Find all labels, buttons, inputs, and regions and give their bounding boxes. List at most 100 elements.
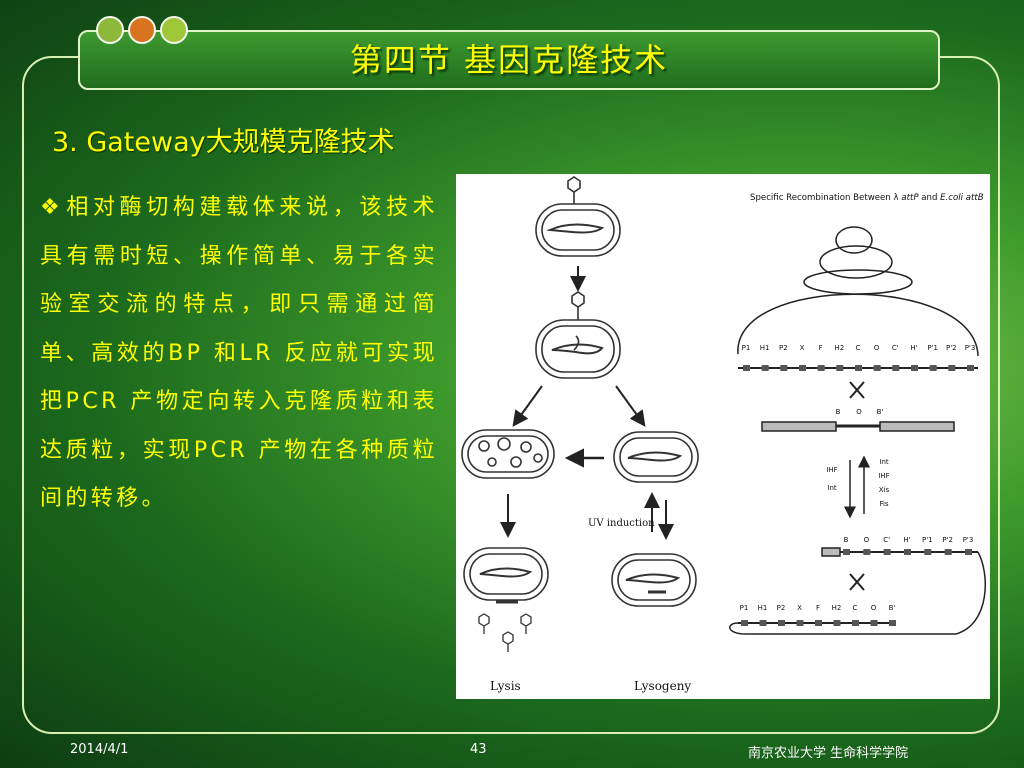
crossover-icon (849, 381, 865, 399)
attp-site-label-9: H' (910, 344, 917, 352)
forward-factor-2: Xis (879, 486, 890, 494)
integrated-left-site-marker-4 (815, 620, 822, 626)
integrated-right-site-label-0: B (844, 536, 849, 544)
integrated-right-site-marker-5 (944, 549, 952, 555)
attp-site-label-6: C (856, 344, 861, 352)
attp-site-label-2: P2 (779, 344, 788, 352)
attp-site-label-1: H1 (760, 344, 770, 352)
attp-site-marker-6 (855, 365, 862, 371)
integrated-right-site-label-4: P'1 (922, 536, 933, 544)
heading-and: and (919, 193, 941, 203)
attp-site-label-5: H2 (834, 344, 844, 352)
attp-site-marker-4 (817, 365, 825, 371)
integrated-left-site-label-2: P2 (777, 604, 786, 612)
attp-site-label-8: C' (892, 344, 899, 352)
integrated-left-site-marker-2 (778, 620, 785, 626)
intasome-complex (803, 226, 913, 295)
forward-factor-3: Fis (879, 500, 888, 508)
integrated-right-site-label-6: P'3 (963, 536, 974, 544)
heading-attp: attP (901, 193, 919, 203)
integrated-left-site-label-0: P1 (740, 604, 749, 612)
integrated-right-site-marker-3 (904, 549, 911, 555)
attb-site-label-1: O (856, 408, 862, 416)
integrated-loop-end (729, 622, 747, 635)
footer-date: 2014/4/1 (70, 742, 129, 757)
integrated-left-site-marker-8 (889, 620, 896, 626)
attp-site-label-4: F (819, 344, 823, 352)
title-bar (78, 30, 940, 90)
attp-site-marker-7 (873, 365, 881, 371)
integrated-left-site-marker-6 (852, 620, 859, 626)
lambda-recombination-diagram: UV induction Lysis Lysogeny Specific Rec… (461, 176, 987, 693)
integrated-right-site-label-1: O (864, 536, 870, 544)
phage-icon (571, 291, 585, 320)
bacterial-dna-right (879, 421, 955, 432)
integrated-left-site-label-4: F (816, 604, 820, 612)
attp-site-marker-9 (911, 365, 918, 371)
crossover-icon-2 (849, 573, 865, 591)
integrated-right-site-marker-2 (883, 549, 891, 555)
integrated-right-site-marker-6 (965, 549, 972, 555)
lysis-label: Lysis (490, 679, 521, 693)
footer-organization: 南京农业大学 生命科学学院 (748, 746, 909, 761)
integrated-left-site-label-5: H2 (832, 604, 842, 612)
bullet-text: 相对酶切构建载体来说，该技术具有需时短、操作简单、易于各实验室交流的特点，即只需… (40, 195, 438, 511)
heading-ecoli: E.coli (940, 193, 964, 203)
integrated-right-site-marker-1 (863, 549, 871, 555)
bacterial-cell (535, 319, 621, 379)
attp-site-label-12: P'3 (965, 344, 976, 352)
bacterial-cell (463, 547, 549, 604)
integrated-loop (746, 551, 987, 635)
integrated-right-site-marker-0 (843, 549, 850, 555)
attp-site-marker-2 (780, 365, 788, 371)
integrated-left-site-label-7: O (871, 604, 877, 612)
integrated-right-site-label-2: C' (883, 536, 890, 544)
integrated-left-site-marker-7 (870, 620, 878, 626)
attp-site-marker-1 (761, 365, 769, 371)
phage-icon (567, 176, 581, 204)
forward-factor-0: Int (879, 458, 889, 466)
attp-site-marker-11 (948, 365, 956, 371)
diamond-bullet-icon: ❖ (40, 195, 64, 220)
title-decoration (96, 14, 190, 46)
forward-factor-1: IHF (878, 472, 889, 480)
recombination-heading: Specific Recombination Between λ attP an… (750, 193, 984, 203)
integrated-left-site-label-1: H1 (758, 604, 768, 612)
decor-dot-lime-icon (160, 16, 188, 44)
integrated-left-site-marker-1 (759, 620, 767, 626)
bacterial-cell (535, 203, 621, 257)
integrated-left-site-label-8: B' (889, 604, 896, 612)
attb-site-label-2: B' (877, 408, 884, 416)
attp-site-label-3: X (800, 344, 805, 352)
heading-prefix: Specific Recombination Between λ (750, 193, 901, 203)
reverse-factor-1: Int (827, 484, 837, 492)
attp-site-label-10: P'1 (927, 344, 938, 352)
lysogeny-label: Lysogeny (634, 679, 691, 693)
integrated-left-site-marker-0 (741, 620, 748, 626)
integrated-right-site-marker-4 (924, 549, 932, 555)
gateway-figure: UV induction Lysis Lysogeny Specific Rec… (456, 174, 990, 699)
integrated-left-site-label-6: C (853, 604, 858, 612)
released-phage-icons (478, 613, 532, 652)
attp-site-marker-0 (743, 365, 750, 371)
slide-title: 第四节 基因克隆技术 (349, 41, 669, 79)
attb-site-label-0: B (836, 408, 841, 416)
bacterial-cell (611, 553, 697, 607)
attp-site-label-0: P1 (742, 344, 751, 352)
footer-page-number: 43 (470, 742, 487, 757)
bullet-paragraph: ❖相对酶切构建载体来说，该技术具有需时短、操作简单、易于各实验室交流的特点，即只… (40, 184, 438, 524)
lysogen-cell (613, 431, 699, 483)
attp-site-marker-12 (967, 365, 974, 371)
decor-dot-green-icon (96, 16, 124, 44)
phage-dna-loop (737, 293, 979, 357)
integrated-right-site-label-3: H' (903, 536, 910, 544)
attp-site-label-7: O (874, 344, 880, 352)
section-heading: 3. Gateway大规模克隆技术 (52, 127, 395, 158)
attp-site-label-11: P'2 (946, 344, 957, 352)
attp-site-marker-8 (892, 365, 900, 371)
bacterial-dna-left (761, 421, 837, 432)
integrated-right-site-label-5: P'2 (942, 536, 953, 544)
heading-attb: attB (963, 193, 984, 203)
integrated-bacterial-dna (821, 547, 841, 557)
attp-site-marker-5 (836, 365, 844, 371)
